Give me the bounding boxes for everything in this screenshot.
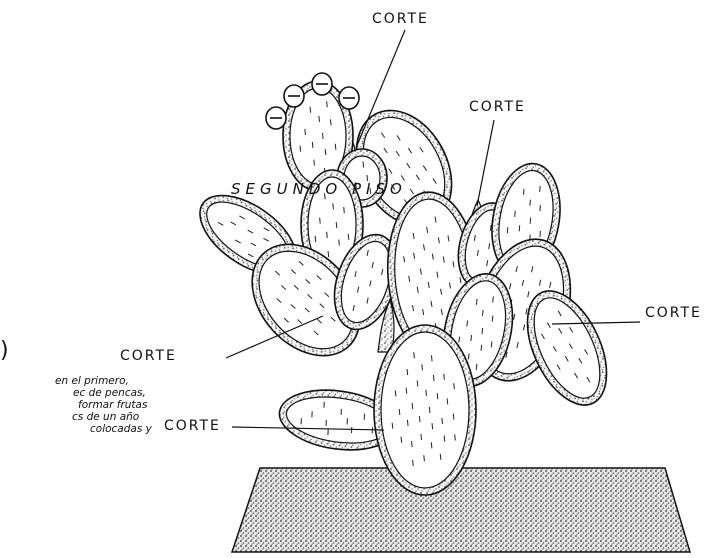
pad-base-main xyxy=(374,325,476,495)
side-text-line: colocadas y xyxy=(0,423,210,435)
side-text-line: en el primero, xyxy=(0,375,210,387)
cactus-pads xyxy=(186,81,622,495)
leader-corte-upper-right xyxy=(477,120,494,206)
label-corte-left: CORTE xyxy=(120,348,177,364)
label-corte-upper-right: CORTE xyxy=(469,99,526,115)
label-segundo-piso: SEGUNDO PISO xyxy=(231,180,407,198)
label-corte-right: CORTE xyxy=(645,305,702,321)
soil-mound xyxy=(232,468,690,552)
side-text-line: formar frutas xyxy=(0,399,210,411)
cropped-paren: ) xyxy=(0,338,9,363)
side-text-line: cs de un año xyxy=(0,411,210,423)
side-text-line: ec de pencas, xyxy=(0,387,210,399)
cropped-side-text: en el primero, ec de pencas, formar frut… xyxy=(0,375,210,435)
label-corte-top: CORTE xyxy=(372,11,429,27)
